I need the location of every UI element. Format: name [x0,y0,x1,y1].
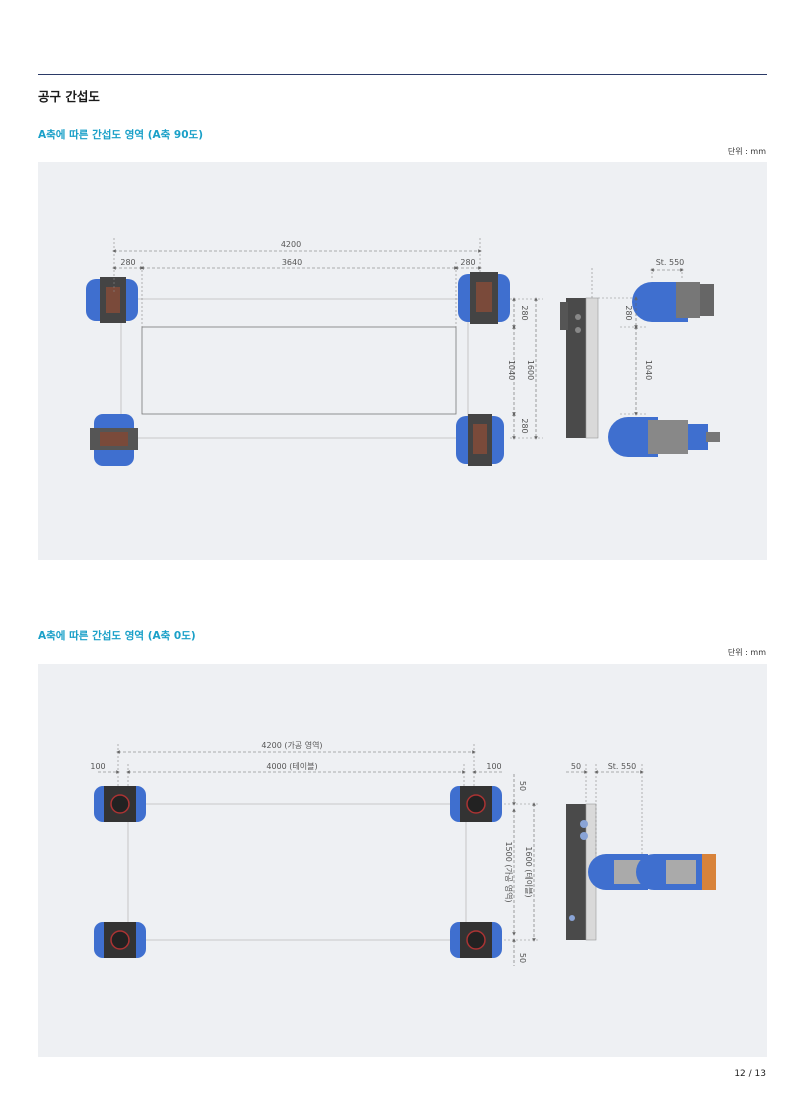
diagram1-panel: 4200 280 3640 280 280 1040 280 1600 280 … [38,162,767,560]
spindle-head-0-top-right [450,786,502,822]
header-rule [38,74,767,75]
dim0-span-width: 4000 (테이블) [266,761,317,771]
dim0-v-total: 1600 (테이블) [524,846,534,897]
side-view-column [560,297,599,439]
side-head-bottom [608,417,720,457]
dim-left-offset: 280 [120,258,135,267]
side-dim-top: 280 [624,305,633,320]
table-outline [141,326,457,415]
spindle-head-0-bottom-left [94,922,146,958]
spindle-head-0-bottom-right [450,922,502,958]
dim-right-offset: 280 [460,258,475,267]
side0-dim-gap: 50 [571,762,581,771]
section-title: 공구 간섭도 [38,89,100,104]
dim0-v-mid: 1500 (가공 영역) [504,841,514,902]
dim-v-total: 1600 [526,360,535,380]
dim-span-width: 3640 [282,258,302,267]
spindle-head-bottom-right [456,414,504,466]
dim0-v-bottom: 50 [518,953,527,963]
diagram2-title: A축에 따른 간섭도 영역 (A축 0도) [38,630,196,642]
side-head-0 [588,854,716,890]
dim0-overall-width: 4200 (가공 영역) [261,740,322,750]
diagram2-panel: 4200 (가공 영역) 100 4000 (테이블) 100 50 1500 … [38,664,767,1057]
spindle-head-0-top-left [94,786,146,822]
spindle-head-bottom-left [90,414,138,466]
side-dim-mid: 1040 [644,360,653,380]
diagram2-unit-label: 단위 : mm [727,648,766,657]
dim-v-mid: 1040 [507,360,516,380]
side0-dim-stroke: St. 550 [608,762,637,771]
side-head-top [632,282,714,322]
spindle-head-top-left [86,277,138,323]
dim0-v-top: 50 [518,781,527,791]
diagram1-unit-label: 단위 : mm [727,147,766,156]
diagram1-title: A축에 따른 간섭도 영역 (A축 90도) [38,129,203,141]
dim0-left-offset: 100 [90,762,105,771]
dim-overall-width: 4200 [281,240,301,249]
dim-v-top: 280 [520,305,529,320]
dim0-right-offset: 100 [486,762,501,771]
side-dim-stroke: St. 550 [656,258,685,267]
spindle-head-top-right [458,272,510,324]
page-number: 12 / 13 [734,1069,766,1079]
dim-v-bottom: 280 [520,418,529,433]
diagram1-drawing: 4200 280 3640 280 280 1040 280 1600 280 … [86,238,720,466]
diagram2-drawing: 4200 (가공 영역) 100 4000 (테이블) 100 50 1500 … [90,740,716,966]
